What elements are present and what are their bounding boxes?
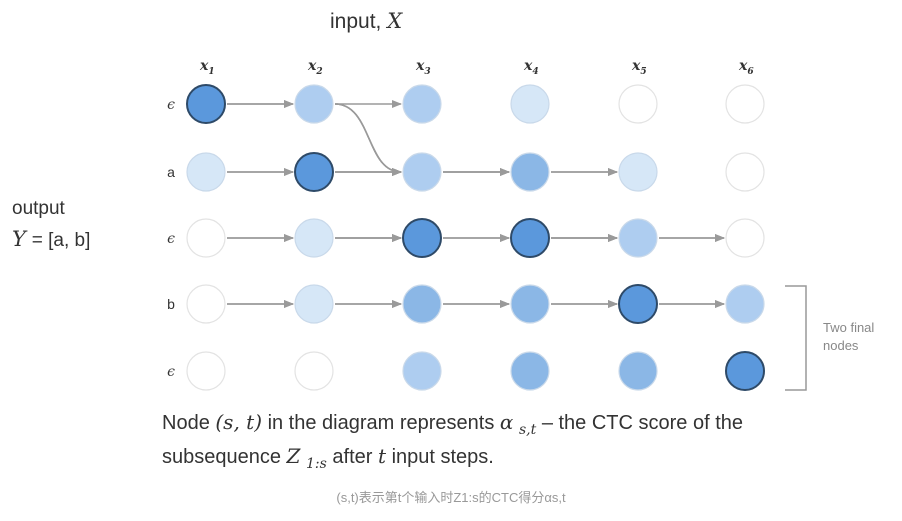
lattice-node-r3-c3 [402, 218, 442, 258]
lattice-node-r1-c4 [510, 84, 550, 124]
transition-arrows [227, 100, 725, 308]
column-header-var: x [415, 58, 425, 74]
row-label-epsilon-1: ϵ [167, 97, 175, 113]
caption-line2: subsequence Z 1:s after t input steps. [162, 444, 494, 473]
lattice-node-r3-c2 [294, 218, 334, 258]
caption-math-t: t [378, 444, 387, 468]
output-eq: = [a, b] [32, 230, 91, 251]
column-header-x6: x6 [738, 58, 754, 77]
row-label-epsilon-5: ϵ [167, 364, 175, 380]
caption-math-alpha-sub: s,t [519, 422, 537, 438]
caption-text: in the diagram represents [268, 412, 500, 434]
column-header-x3: x3 [415, 58, 431, 77]
lattice-node-r2-c4 [510, 152, 550, 192]
caption-text: subsequence [162, 446, 287, 468]
lattice-node-r2-c3 [402, 152, 442, 192]
chinese-caption: (s,t)表示第t个输入时Z1:s的CTC得分αs,t [336, 490, 566, 505]
output-label: output [12, 198, 66, 219]
lattice-node-r3-c4 [510, 218, 550, 258]
input-label-var: X [385, 9, 403, 33]
column-header-sub: 1 [208, 67, 214, 77]
lattice-node-r4-c5 [618, 284, 658, 324]
column-header-x1: x1 [199, 58, 215, 77]
row-label-epsilon-3: ϵ [167, 231, 175, 247]
column-header-sub: 4 [532, 67, 538, 77]
bracket-label-line2: nodes [823, 338, 859, 353]
column-header-x4: x4 [523, 58, 539, 77]
lattice-node-r1-c6 [725, 84, 765, 124]
lattice-node-r5-c1 [186, 351, 226, 391]
lattice-node-r5-c5 [618, 351, 658, 391]
lattice-node-r3-c6 [725, 218, 765, 258]
lattice-node-r3-c1 [186, 218, 226, 258]
lattice-node-r2-c1 [186, 152, 226, 192]
bracket-label-line1: Two final [823, 320, 874, 335]
column-header-sub: 5 [640, 67, 646, 77]
column-header-var: x [199, 58, 209, 74]
caption-math-st: (s, t) [215, 410, 262, 434]
output-equation: Y = [a, b] [12, 227, 90, 251]
lattice-node-r5-c3 [402, 351, 442, 391]
lattice-node-r5-c6 [725, 351, 765, 391]
row-label-b-4: b [167, 296, 175, 312]
column-header-var: x [307, 58, 317, 74]
lattice-node-r2-c6 [725, 152, 765, 192]
lattice-node-r2-c5 [618, 152, 658, 192]
column-header-var: x [631, 58, 641, 74]
lattice-node-r3-c5 [618, 218, 658, 258]
output-var: Y [12, 227, 28, 251]
column-header-x2: x2 [307, 58, 323, 77]
column-header-var: x [738, 58, 748, 74]
lattice-node-r5-c4 [510, 351, 550, 391]
input-label-prefix: input, [330, 10, 387, 33]
lattice-node-r1-c1 [186, 84, 226, 124]
caption-math-z-sub: 1:s [306, 456, 327, 472]
lattice-node-r4-c4 [510, 284, 550, 324]
caption-text: input steps. [392, 446, 494, 468]
lattice-node-r1-c2 [294, 84, 334, 124]
lattice-nodes [186, 84, 765, 391]
caption-text: – the CTC score of the [542, 412, 743, 434]
column-header-x5: x5 [631, 58, 647, 77]
lattice-node-r5-c2 [294, 351, 334, 391]
lattice-node-r1-c5 [618, 84, 658, 124]
row-label-a-2: a [167, 164, 175, 180]
column-header-var: x [523, 58, 533, 74]
lattice-node-r4-c1 [186, 284, 226, 324]
row-labels: ϵ a ϵ b ϵ [167, 97, 175, 380]
lattice-node-r4-c3 [402, 284, 442, 324]
caption-text: after [332, 446, 378, 468]
caption-text: Node [162, 412, 215, 434]
lattice-node-r4-c6 [725, 284, 765, 324]
column-header-sub: 3 [424, 67, 430, 77]
caption-math-alpha: α [500, 410, 514, 434]
lattice-node-r2-c2 [294, 152, 334, 192]
lattice-node-r1-c3 [402, 84, 442, 124]
transition-arrow [334, 103, 402, 176]
caption-line1: Node (s, t) in the diagram represents α … [162, 410, 743, 439]
lattice-node-r4-c2 [294, 284, 334, 324]
input-label: input, X [330, 9, 403, 33]
column-header-sub: 6 [747, 67, 754, 77]
final-nodes-bracket [785, 285, 807, 391]
column-header-sub: 2 [315, 67, 322, 77]
caption-math-z: Z [286, 444, 302, 468]
